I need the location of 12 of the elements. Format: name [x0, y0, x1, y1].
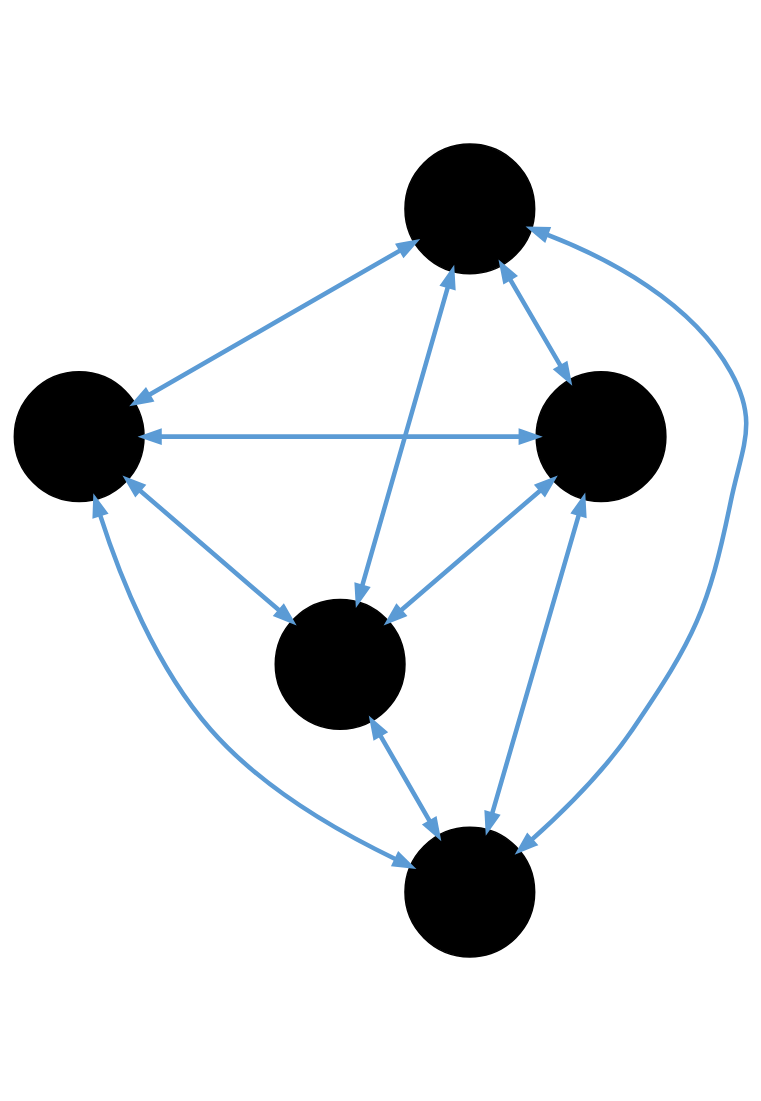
arrow — [368, 715, 442, 842]
arrow — [514, 226, 749, 855]
node-circle — [404, 143, 536, 275]
arrow — [383, 475, 558, 626]
arrow — [498, 259, 573, 386]
arrow — [137, 428, 543, 446]
arrow — [354, 264, 456, 608]
arrow — [484, 492, 587, 836]
arrow — [92, 493, 417, 869]
node-circle — [404, 826, 536, 958]
arrow — [129, 238, 421, 407]
arrow — [122, 475, 297, 626]
